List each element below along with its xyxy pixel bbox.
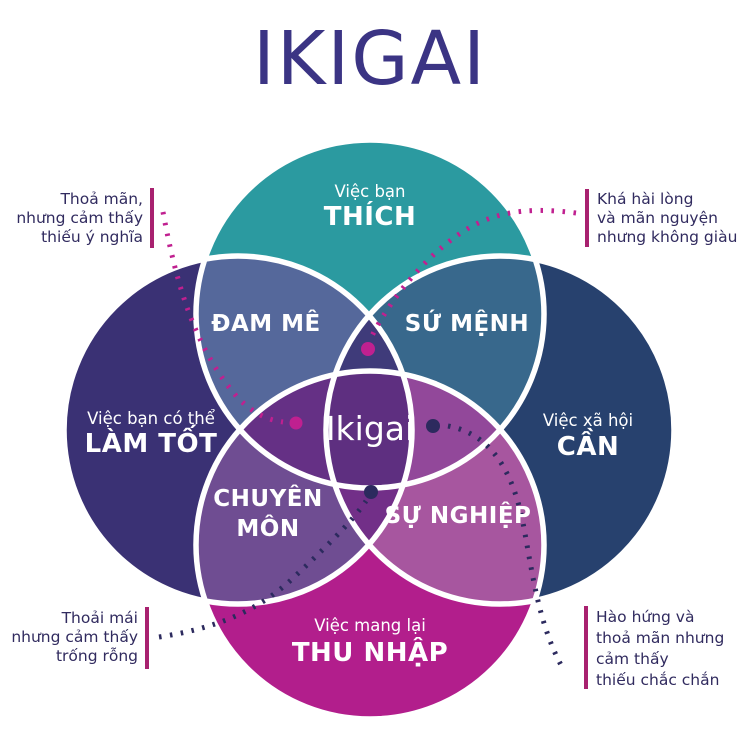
outline-left-circle <box>61 253 415 607</box>
annotation-bottom-right: Hào hứng và thoả mãn nhưng cảm thấy thiế… <box>596 608 724 689</box>
label-right-circle-line1: Việc xã hội <box>543 411 633 430</box>
annotation-bottom-left-line1: Thoải mái <box>61 609 138 627</box>
dot-top-left-icon <box>289 416 303 430</box>
label-left-circle-line2: LÀM TỐT <box>85 423 218 459</box>
annotation-top-right-line1: Khá hài lòng <box>597 190 693 208</box>
label-passion: ĐAM MÊ <box>211 309 321 337</box>
annotation-top-left: Thoả mãn, nhưng cảm thấy thiếu ý nghĩa <box>16 190 143 246</box>
label-bottom-circle-line2: THU NHẬP <box>292 636 448 668</box>
annotation-bar-top-right <box>585 189 589 247</box>
annotation-bottom-right-line3: cảm thấy <box>596 650 669 668</box>
annotation-bottom-right-line4: thiếu chắc chắn <box>596 671 719 689</box>
label-left-circle-line1: Việc bạn có thể <box>87 409 215 428</box>
label-mission: SỨ MỆNH <box>405 309 529 337</box>
annotation-top-left-line1: Thoả mãn, <box>59 190 143 208</box>
annotation-bar-top-left <box>150 188 154 248</box>
region-right-center <box>326 371 544 488</box>
label-profession-line1: CHUYÊN <box>213 484 322 512</box>
label-bottom-circle-line1: Việc mang lại <box>314 616 426 635</box>
label-vocation: SỰ NGHIỆP <box>385 501 532 529</box>
annotation-bottom-left-line3: trống rỗng <box>56 647 138 665</box>
region-left-center <box>196 371 412 488</box>
dot-bottom-left-icon <box>364 485 378 499</box>
dot-top-right-icon <box>361 342 375 356</box>
annotation-top-left-line2: nhưng cảm thấy <box>16 209 143 227</box>
annotation-top-right-line2: và mãn nguyện <box>597 209 718 227</box>
outline-right-circle <box>323 253 677 607</box>
annotation-bar-bottom-left <box>145 607 149 669</box>
outline-bottom-circle <box>193 368 547 722</box>
annotation-bar-bottom-right <box>584 606 588 689</box>
label-ikigai-center: Ikigai <box>326 409 414 448</box>
label-top-circle-line2: THÍCH <box>324 200 417 232</box>
annotation-top-right-line3: nhưng không giàu <box>597 228 737 246</box>
annotation-bottom-right-line1: Hào hứng và <box>596 608 694 626</box>
label-profession-line2: MÔN <box>236 514 299 542</box>
annotation-top-left-line3: thiếu ý nghĩa <box>41 228 143 246</box>
page-title: IKIGAI <box>253 16 487 102</box>
annotation-bottom-left: Thoải mái nhưng cảm thấy trống rỗng <box>11 609 138 665</box>
label-top-circle-line1: Việc bạn <box>334 182 405 201</box>
label-right-circle-line2: CẦN <box>557 427 619 462</box>
dot-bottom-right-icon <box>426 419 440 433</box>
annotation-bottom-right-line2: thoả mãn nhưng <box>596 629 724 647</box>
annotation-top-right: Khá hài lòng và mãn nguyện nhưng không g… <box>597 190 737 246</box>
annotation-bottom-left-line2: nhưng cảm thấy <box>11 628 138 646</box>
